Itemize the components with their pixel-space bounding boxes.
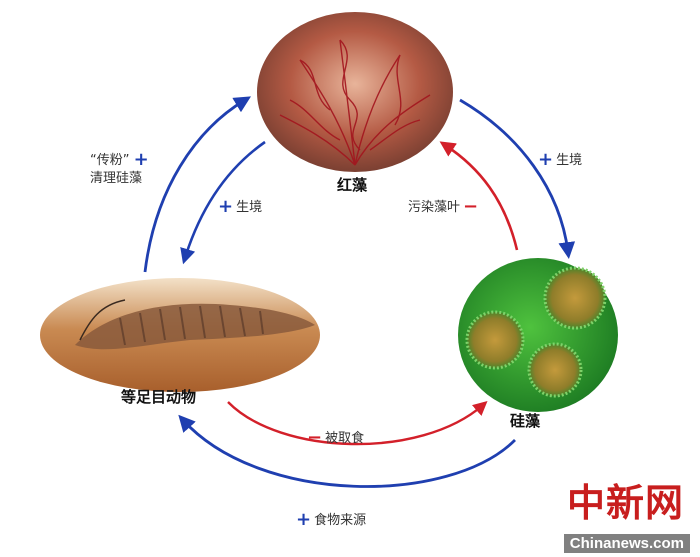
arrow-red-algae-to-diatom	[459, 98, 576, 259]
food-source-label: +食物来源	[296, 509, 367, 530]
arrow-red-algae-to-isopod	[180, 140, 266, 265]
arrow-isopod-to-red-algae	[143, 96, 252, 273]
positive-sign-icon: +	[296, 509, 312, 530]
pollute-leaf-label: 污染藻叶−	[408, 196, 479, 217]
isopod-label: 等足目动物	[121, 388, 197, 406]
red-algae-image	[257, 12, 453, 172]
positive-sign-icon: +	[218, 196, 234, 217]
clean-diatom-label: 清理硅藻	[90, 171, 143, 186]
habitat-right-label: +生境	[538, 149, 583, 170]
red-algae-label: 红藻	[337, 176, 368, 194]
habitat-left-label: +生境	[218, 196, 263, 217]
diatom-label: 硅藻	[510, 412, 541, 430]
negative-sign-icon: −	[307, 427, 323, 448]
negative-sign-icon: −	[463, 196, 479, 217]
isopod-image	[40, 278, 320, 392]
positive-sign-icon: +	[133, 149, 149, 170]
arrow-isopod-to-diatom	[227, 401, 488, 446]
arrow-diatom-to-red-algae	[439, 141, 519, 251]
pollination-label: “传粉” +	[90, 149, 152, 170]
positive-sign-icon: +	[538, 149, 554, 170]
chinanews-logo: 中新网	[566, 480, 684, 525]
pollination-text: “传粉”	[90, 153, 130, 168]
chinanews-site: Chinanews.com	[563, 534, 690, 553]
diatom-image	[458, 258, 618, 412]
eaten-label: −被取食	[307, 427, 365, 448]
arrow-diatom-to-isopod	[178, 414, 516, 488]
